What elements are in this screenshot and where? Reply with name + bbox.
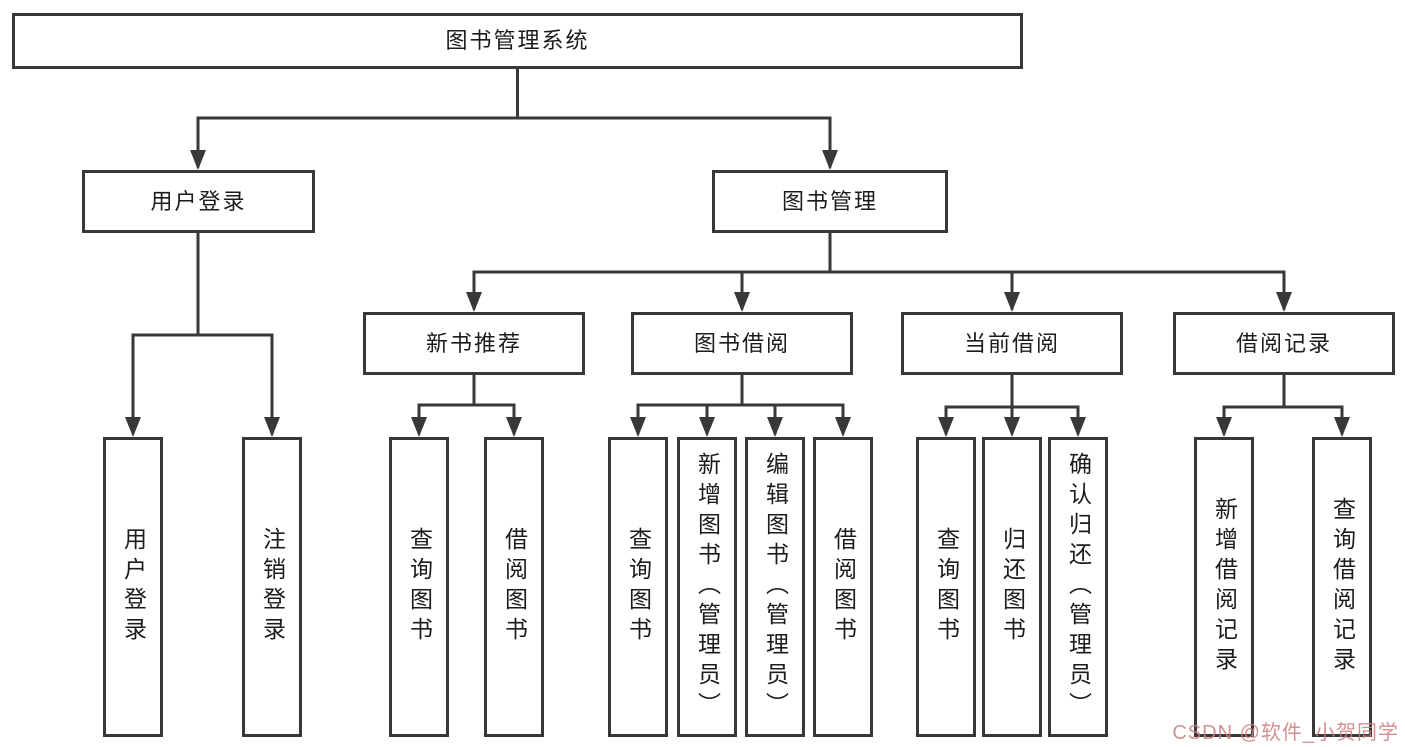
node-label: 查询图书: [625, 527, 652, 647]
node-label: 用户登录: [120, 527, 147, 647]
node-label: 查询图书: [933, 527, 960, 647]
node-label: 图书管理: [781, 188, 878, 214]
leaf-return-book: 归还图书: [982, 437, 1042, 737]
leaf-add-book-admin: 新增图书（管理员）: [677, 437, 737, 737]
node-label: 查询图书: [406, 527, 433, 647]
leaf-logout: 注销登录: [242, 437, 302, 737]
node-label: 查询借阅记录: [1329, 497, 1356, 677]
tree-edges: [131, 67, 1344, 435]
node-label: 用户登录: [150, 188, 247, 214]
csdn-watermark: CSDN @软件_小贺同学: [1172, 722, 1399, 744]
leaf-confirm-return-admin: 确认归还（管理员）: [1048, 437, 1108, 737]
node-user-login: 用户登录: [82, 170, 315, 233]
node-book-borrow: 图书借阅: [631, 312, 853, 375]
node-label: 注销登录: [259, 527, 286, 647]
arrowhead-icons: [125, 150, 1350, 437]
node-label: 借阅图书: [830, 527, 857, 647]
node-label: 新增图书（管理员）: [694, 452, 721, 722]
node-label: 编辑图书（管理员）: [762, 452, 789, 722]
node-book-management: 图书管理: [712, 170, 948, 233]
leaf-query-borrow-record: 查询借阅记录: [1312, 437, 1372, 737]
node-label: 新增借阅记录: [1211, 497, 1238, 677]
leaf-borrow-book-recommend: 借阅图书: [484, 437, 544, 737]
leaf-query-book-recommend: 查询图书: [389, 437, 449, 737]
node-new-book-recommend: 新书推荐: [363, 312, 585, 375]
node-label: 新书推荐: [425, 330, 522, 356]
node-label: 图书管理系统: [445, 28, 590, 53]
node-label: 归还图书: [999, 527, 1026, 647]
leaf-edit-book-admin: 编辑图书（管理员）: [745, 437, 805, 737]
node-borrow-record: 借阅记录: [1173, 312, 1395, 375]
node-root-system: 图书管理系统: [12, 13, 1023, 69]
leaf-query-current: 查询图书: [916, 437, 976, 737]
node-label: 当前借阅: [963, 330, 1060, 356]
node-current-borrow: 当前借阅: [901, 312, 1123, 375]
leaf-query-book: 查询图书: [608, 437, 668, 737]
leaf-add-borrow-record: 新增借阅记录: [1194, 437, 1254, 737]
node-label: 借阅记录: [1235, 330, 1332, 356]
node-label: 图书借阅: [693, 330, 790, 356]
leaf-borrow-book: 借阅图书: [813, 437, 873, 737]
node-label: 借阅图书: [501, 527, 528, 647]
node-label: 确认归还（管理员）: [1065, 452, 1092, 722]
leaf-user-login: 用户登录: [103, 437, 163, 737]
